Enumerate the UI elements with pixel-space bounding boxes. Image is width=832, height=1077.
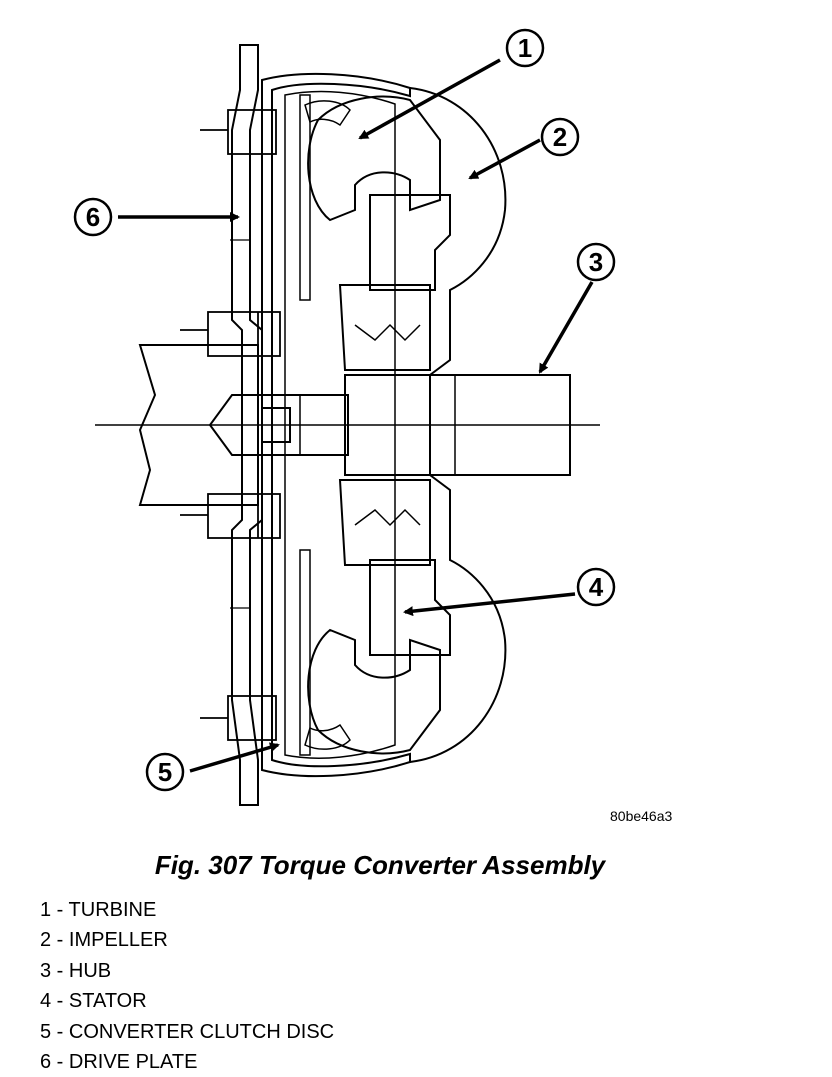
arrow-2 — [468, 138, 541, 180]
callout-arrows — [118, 58, 594, 773]
callout-6-label: 6 — [86, 202, 100, 232]
legend-item-converter-clutch-disc: 5 - CONVERTER CLUTCH DISC — [40, 1020, 335, 1043]
figure-caption: Fig. 307 Torque Converter Assembly — [154, 850, 606, 880]
torque-converter-diagram: 1 2 3 4 5 6 — [73, 28, 616, 806]
bolt-lower-mid — [180, 493, 281, 539]
callout-3-label: 3 — [589, 247, 603, 277]
turbine-lower — [307, 628, 441, 755]
converter-drawing — [95, 44, 600, 806]
callout-1: 1 — [505, 28, 545, 68]
arrow-3 — [538, 281, 594, 374]
figure-id-code: 80be46a3 — [610, 808, 673, 824]
front-cover — [261, 72, 411, 778]
turbine-hub — [338, 284, 431, 371]
pilot — [261, 407, 291, 443]
clutch-disc-lower — [299, 549, 311, 756]
turbine-upper — [307, 95, 441, 222]
legend-item-turbine: 1 - TURBINE — [40, 899, 157, 921]
callout-2-label: 2 — [553, 122, 567, 152]
callout-2: 2 — [540, 117, 580, 157]
clutch-ring-upper — [304, 100, 351, 127]
bolt-bottom — [200, 695, 277, 741]
stator-upper — [369, 194, 451, 291]
drive-plate — [231, 44, 263, 806]
callout-4: 4 — [576, 567, 616, 607]
callout-1-label: 1 — [518, 33, 532, 63]
turbine-shaft — [257, 394, 349, 456]
callout-6: 6 — [73, 197, 113, 237]
bolt-top — [200, 109, 277, 155]
clutch-disc-upper — [299, 94, 311, 301]
bolt-upper-mid — [180, 311, 281, 357]
callouts: 1 2 3 4 5 6 — [73, 28, 616, 792]
callout-5-label: 5 — [158, 757, 172, 787]
stator-lower — [369, 559, 451, 656]
parts-legend: 1 - TURBINE 2 - IMPELLER 3 - HUB 4 - STA… — [40, 895, 334, 1077]
spline-lower — [354, 508, 421, 527]
callout-5: 5 — [145, 752, 185, 792]
legend-item-drive-plate: 6 - DRIVE PLATE — [40, 1050, 198, 1073]
callout-4-label: 4 — [589, 572, 604, 602]
spline-upper — [354, 323, 421, 342]
legend-item-impeller: 2 - IMPELLER — [40, 929, 168, 952]
callout-3: 3 — [576, 242, 616, 282]
arrow-1 — [358, 58, 501, 140]
front-cover-inner — [284, 90, 396, 759]
clutch-ring-lower — [304, 723, 351, 750]
legend-item-stator: 4 - STATOR — [40, 990, 147, 1013]
legend-item-hub: 3 - HUB — [40, 959, 112, 982]
converter-hub — [429, 374, 571, 476]
arrow-5 — [189, 742, 280, 773]
arrow-4 — [403, 592, 576, 617]
turbine-hub-lower — [338, 479, 431, 566]
